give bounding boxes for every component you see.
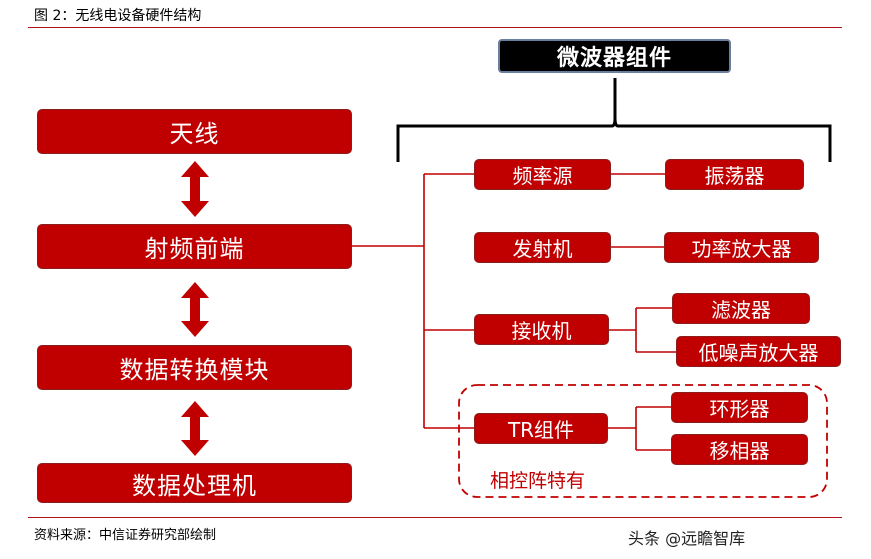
arrow-antenna-rf xyxy=(181,161,209,217)
tr-component-box: TR组件 xyxy=(474,413,608,444)
antenna-box: 天线 xyxy=(37,109,352,154)
transmitter-box: 发射机 xyxy=(474,232,611,263)
source-note: 资料来源：中信证券研究部绘制 xyxy=(34,528,217,543)
watermark: 头条 @远瞻智库 xyxy=(628,529,746,548)
arrow-conversion-processor xyxy=(181,401,209,456)
filter-label: 滤波器 xyxy=(711,298,771,322)
phased-array-region xyxy=(458,384,828,498)
phased-array-note: 相控阵特有 xyxy=(490,470,586,492)
receiver-box: 接收机 xyxy=(474,314,609,345)
lna-box: 低噪声放大器 xyxy=(676,336,841,367)
curly-brace xyxy=(396,78,832,162)
power-amp-box: 功率放大器 xyxy=(664,232,819,263)
data-conversion-box: 数据转换模块 xyxy=(37,345,352,390)
arrow-rf-conversion xyxy=(181,282,209,337)
circulator-box: 环形器 xyxy=(671,392,808,423)
data-processor-box: 数据处理机 xyxy=(37,463,352,503)
oscillator-label: 振荡器 xyxy=(704,164,765,188)
data-processor-label: 数据处理机 xyxy=(132,471,257,500)
lna-label: 低噪声放大器 xyxy=(698,341,819,365)
phase-shifter-box: 移相器 xyxy=(671,434,808,465)
figure-caption: 图 2：无线电设备硬件结构 xyxy=(34,8,202,24)
antenna-label: 天线 xyxy=(169,120,220,148)
power-amp-label: 功率放大器 xyxy=(691,237,792,261)
filter-box: 滤波器 xyxy=(672,293,810,324)
rf-frontend-box: 射频前端 xyxy=(37,224,352,269)
phase-shifter-label: 移相器 xyxy=(709,439,770,463)
data-conversion-label: 数据转换模块 xyxy=(119,356,270,384)
rf-frontend-label: 射频前端 xyxy=(144,235,245,263)
circulator-label: 环形器 xyxy=(709,397,770,421)
bottom-divider xyxy=(28,517,842,518)
oscillator-box: 振荡器 xyxy=(665,159,804,190)
transmitter-label: 发射机 xyxy=(512,237,573,261)
tr-component-label: TR组件 xyxy=(507,418,575,442)
tree-lines xyxy=(352,173,676,451)
top-divider xyxy=(28,27,842,28)
freq-source-label: 频率源 xyxy=(512,164,573,188)
microwave-title-box: 微波器组件 xyxy=(498,39,731,73)
freq-source-box: 频率源 xyxy=(474,159,611,190)
receiver-label: 接收机 xyxy=(511,319,572,343)
microwave-title: 微波器组件 xyxy=(556,46,672,71)
